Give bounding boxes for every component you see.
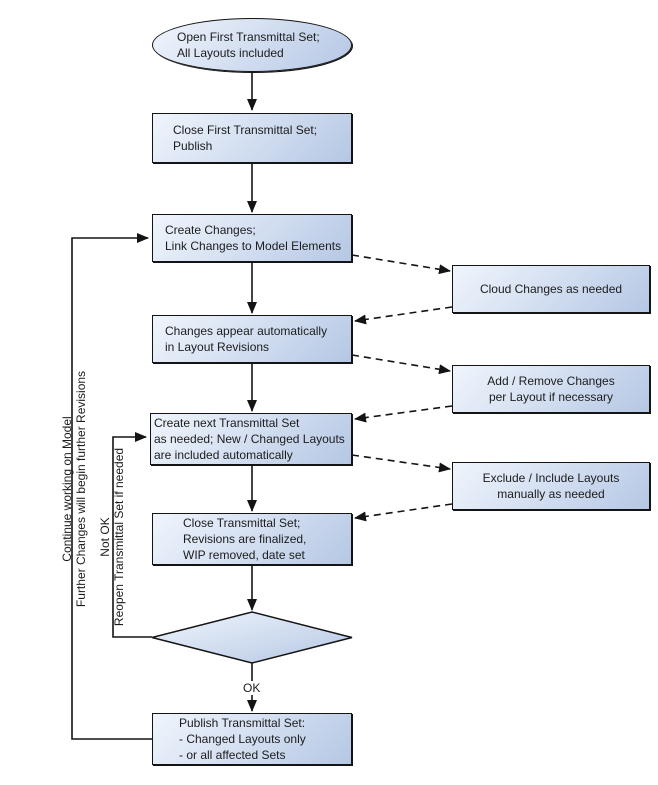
- node-text-line: per Layout if necessary: [488, 390, 614, 404]
- node-text-line: Close Transmittal Set;: [183, 516, 301, 530]
- node-text-line: Create next Transmittal Set: [154, 416, 300, 430]
- node-start-open-first-set: Open First Transmittal Set; All Layouts …: [152, 18, 352, 72]
- label-ok: OK: [240, 681, 264, 695]
- label-line: Further Changes will begin further Revis…: [74, 370, 88, 608]
- dashed-cloud-to-changes-appear: [354, 306, 453, 325]
- node-text-line: Link Changes to Model Elements: [165, 239, 342, 253]
- node-text-line: - Changed Layouts only: [179, 732, 306, 746]
- node-text-line: WIP removed, date set: [183, 548, 305, 562]
- node-create-next-set: Create next Transmittal Set as needed; N…: [150, 413, 352, 465]
- node-publish-set: Publish Transmittal Set: - Changed Layou…: [152, 713, 352, 765]
- node-final-check: Final Check: [152, 612, 352, 663]
- node-text-line: Revisions are finalized,: [183, 532, 307, 546]
- node-text-line: Changes appear automatically: [165, 324, 328, 338]
- node-text-line: Final Check: [220, 630, 284, 645]
- node-text-line: Cloud Changes as needed: [479, 282, 623, 296]
- dashed-changes-appear-to-add-remove: [351, 354, 451, 375]
- node-text-line: Exclude / Include Layouts: [482, 471, 620, 485]
- node-close-set: Close Transmittal Set; Revisions are fin…: [152, 513, 352, 565]
- node-text-line: manually as needed: [497, 487, 605, 501]
- label-inner-loop: Not OK Reopen Transmittal Set if needed: [98, 427, 126, 647]
- node-changes-appear: Changes appear automatically in Layout R…: [152, 315, 352, 363]
- dashed-create-changes-to-cloud: [351, 254, 451, 275]
- node-text-line: Close First Transmittal Set;: [173, 123, 318, 137]
- node-text-line: Publish: [173, 139, 213, 153]
- label-outer-loop: Continue working on Model Further Change…: [60, 349, 88, 629]
- label-line: Reopen Transmittal Set if needed: [112, 447, 126, 627]
- node-text-line: Add / Remove Changes: [487, 374, 615, 388]
- node-text-line: Open First Transmittal Set;: [177, 30, 320, 44]
- label-line: Not OK: [98, 517, 112, 557]
- dashed-exclude-to-close-set: [354, 503, 453, 522]
- node-text-line: are included automatically: [154, 448, 293, 462]
- node-create-changes: Create Changes; Link Changes to Model El…: [152, 214, 352, 262]
- dashed-add-remove-to-create-next: [354, 405, 453, 423]
- node-close-first-set: Close First Transmittal Set; Publish: [152, 113, 352, 163]
- node-exclude-include-layouts: Exclude / Include Layouts manually as ne…: [452, 462, 650, 510]
- node-text-line: - or all affected Sets: [179, 748, 286, 762]
- node-text-line: Publish Transmittal Set:: [179, 716, 306, 730]
- node-cloud-changes: Cloud Changes as needed: [452, 265, 650, 313]
- label-line: Continue working on Model: [60, 416, 74, 562]
- node-text-line: as needed; New / Changed Layouts: [154, 432, 345, 446]
- dashed-create-next-to-exclude: [351, 454, 451, 473]
- node-text-line: Create Changes;: [165, 223, 256, 237]
- node-text-line: in Layout Revisions: [165, 340, 270, 354]
- node-text-line: All Layouts included: [177, 46, 284, 60]
- node-add-remove-changes: Add / Remove Changes per Layout if neces…: [452, 365, 650, 413]
